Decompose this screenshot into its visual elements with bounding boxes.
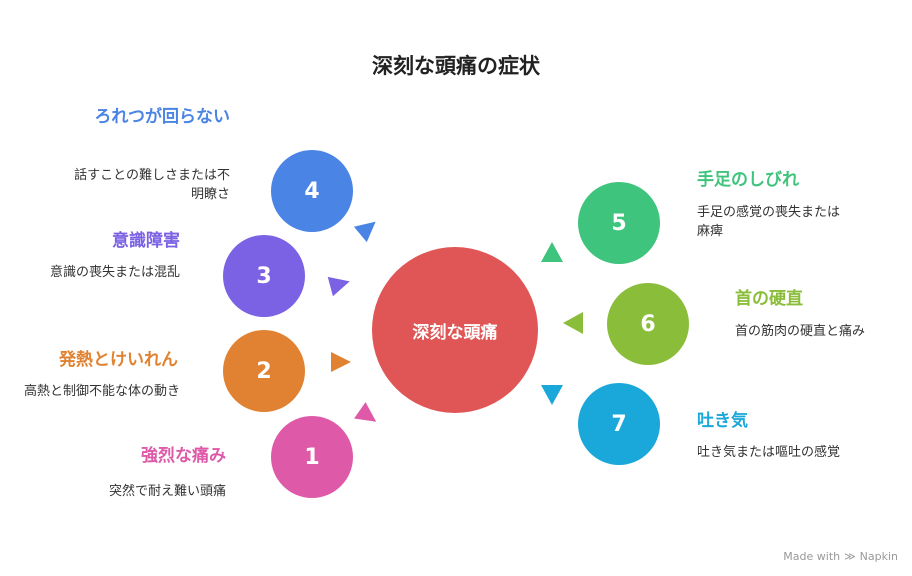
node-5-number: 5 bbox=[611, 210, 627, 236]
node-1-number: 1 bbox=[304, 444, 320, 470]
arrow-5 bbox=[541, 242, 563, 262]
arrow-1 bbox=[354, 402, 382, 430]
node-2-number: 2 bbox=[256, 358, 272, 384]
description-1: 突然で耐え難い頭痛 bbox=[108, 484, 226, 499]
heading-4: ろれつが回らない bbox=[94, 107, 230, 127]
node-4-number: 4 bbox=[304, 178, 320, 204]
description-6: 首の筋肉の硬直と痛み bbox=[735, 324, 866, 339]
center-node: 深刻な頭痛 bbox=[372, 247, 538, 413]
heading-5: 手足のしびれ bbox=[697, 170, 799, 190]
node-1: 1 bbox=[271, 416, 353, 498]
node-3-number: 3 bbox=[256, 263, 272, 289]
watermark-brand: Napkin bbox=[859, 550, 898, 563]
arrow-6 bbox=[563, 312, 583, 334]
diagram-title: 深刻な頭痛の症状 bbox=[372, 54, 540, 78]
node-7-number: 7 bbox=[611, 411, 627, 437]
arrow-3 bbox=[327, 271, 353, 297]
heading-7: 吐き気 bbox=[697, 411, 748, 431]
watermark-prefix: Made with bbox=[783, 550, 841, 563]
heading-3: 意識障害 bbox=[112, 231, 180, 251]
heading-6: 首の硬直 bbox=[735, 289, 803, 309]
center-label: 深刻な頭痛 bbox=[412, 322, 498, 343]
node-7: 7 bbox=[578, 383, 660, 465]
node-2: 2 bbox=[223, 330, 305, 412]
description-5: 手足の感覚の喪失または麻痺 bbox=[697, 205, 841, 239]
arrow-2 bbox=[331, 352, 351, 372]
description-7: 吐き気または嘔吐の感覚 bbox=[697, 445, 841, 460]
node-5: 5 bbox=[578, 182, 660, 264]
arrow-7 bbox=[541, 385, 563, 405]
node-3: 3 bbox=[223, 235, 305, 317]
heading-1: 強烈な痛み bbox=[141, 446, 226, 466]
node-6-number: 6 bbox=[640, 311, 656, 337]
node-6: 6 bbox=[607, 283, 689, 365]
napkin-logo-icon: ≫ bbox=[844, 550, 856, 563]
node-4: 4 bbox=[271, 150, 353, 232]
napkin-watermark[interactable]: Made with ≫ Napkin bbox=[783, 550, 898, 563]
description-3: 意識の喪失または混乱 bbox=[49, 265, 180, 280]
arrow-4 bbox=[353, 213, 383, 243]
description-2: 高熱と制御不能な体の動き bbox=[23, 384, 180, 399]
heading-2: 発熱とけいれん bbox=[59, 350, 178, 370]
description-4: 話すことの難しさまたは不明瞭さ bbox=[74, 168, 230, 202]
